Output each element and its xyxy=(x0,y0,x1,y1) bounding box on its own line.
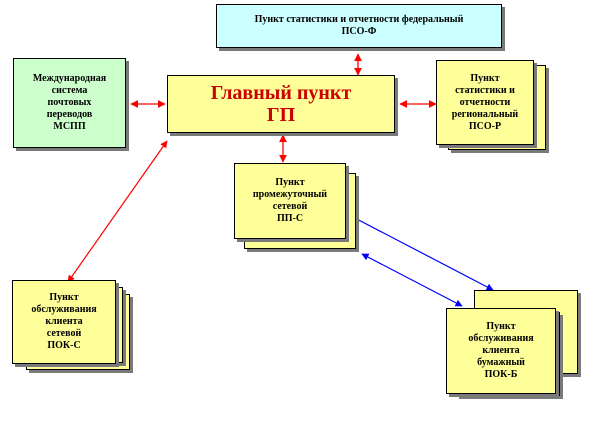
node-pok-s-front-card: Пункт обслуживания клиента сетевой ПОК-С xyxy=(12,280,116,364)
node-pok-b-line-1: Пункт xyxy=(486,321,516,332)
arrow-pp-s-pok-b-lower xyxy=(361,253,463,307)
node-mspp-line-4: переводов xyxy=(46,109,93,120)
node-pp-s-line-3: сетевой xyxy=(272,201,308,212)
node-mspp-line-3: почтовых xyxy=(47,97,92,108)
node-pok-b-line-4: бумажный xyxy=(477,357,525,368)
node-pok-b: Пункт обслуживания клиента бумажный ПОК-… xyxy=(444,290,584,400)
node-mspp-line-2: система xyxy=(51,85,88,96)
arrow-pp-s-pok-b-upper xyxy=(350,215,494,291)
node-pso-r: Пункт статистики и отчетности региональн… xyxy=(436,60,551,155)
node-pp-s-line-2: промежуточный xyxy=(252,189,328,200)
node-mspp-line-1: Международная xyxy=(32,73,107,84)
node-pso-f-line-2: ПСО-Ф xyxy=(341,26,377,37)
node-pso-f-line-1: Пункт статистики и отчетности федеральны… xyxy=(254,14,464,25)
node-pso-f: Пункт статистики и отчетности федеральны… xyxy=(216,4,502,48)
node-gp: Главный пункт ГП xyxy=(167,75,395,133)
arrow-gp-pok-s xyxy=(67,140,168,283)
node-pok-b-line-2: обслуживания xyxy=(468,333,534,344)
node-pok-b-line-5: ПОК-Б xyxy=(484,369,518,380)
node-pok-s-line-2: обслуживания xyxy=(31,304,97,315)
node-pok-b-front-card: Пункт обслуживания клиента бумажный ПОК-… xyxy=(446,308,556,394)
node-pso-r-line-4: региональный xyxy=(451,108,519,120)
node-pok-s-line-3: клиента xyxy=(45,316,83,327)
node-mspp: Международная система почтовых переводов… xyxy=(13,58,126,148)
node-gp-line-2: ГП xyxy=(266,104,296,126)
node-pso-r-front-card: Пункт статистики и отчетности региональн… xyxy=(436,60,534,145)
node-pso-r-line-5: ПСО-Р xyxy=(468,120,502,132)
node-pok-s: Пункт обслуживания клиента сетевой ПОК-С xyxy=(12,280,137,375)
node-pso-r-line-1: Пункт xyxy=(470,72,500,84)
node-mspp-line-5: МСПП xyxy=(53,121,86,132)
node-pok-s-line-5: ПОК-С xyxy=(47,340,81,351)
node-pso-r-line-2: статистики и xyxy=(455,84,515,96)
node-gp-line-1: Главный пункт xyxy=(210,82,352,104)
node-pok-b-line-3: клиента xyxy=(482,345,520,356)
node-pp-s-line-4: ПП-С xyxy=(276,213,304,224)
node-pso-r-line-3: отчетности xyxy=(459,96,511,108)
node-pp-s-front-card: Пункт промежуточный сетевой ПП-С xyxy=(234,163,346,239)
node-pok-s-line-4: сетевой xyxy=(46,328,82,339)
node-pok-s-line-1: Пункт xyxy=(49,292,79,303)
node-pp-s-line-1: Пункт xyxy=(275,177,305,188)
node-pp-s: Пункт промежуточный сетевой ПП-С xyxy=(234,163,364,253)
